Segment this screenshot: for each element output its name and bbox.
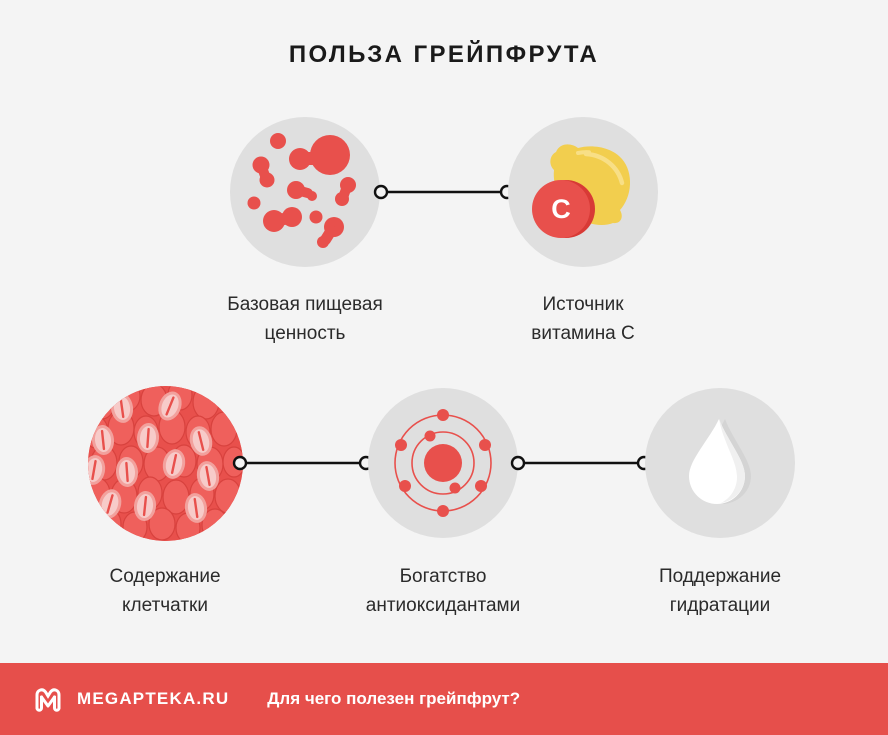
footer-question[interactable]: Для чего полезен грейпфрут? <box>267 689 521 708</box>
connector-antioxidants-hydration <box>510 453 652 473</box>
molecules-icon <box>230 117 380 267</box>
grapefruit-flesh-icon <box>88 386 243 541</box>
connector-fiber-antioxidants <box>232 453 374 473</box>
lemon-vitamin-c-icon: C <box>508 117 658 267</box>
atom-icon <box>368 388 518 538</box>
label-hydration: Поддержание гидратации <box>658 566 782 616</box>
megapteka-m-logo-icon[interactable] <box>33 685 63 713</box>
vitamin-c-badge-letter: C <box>551 194 571 224</box>
label-vitamin-c: Источник витамина С <box>531 294 635 344</box>
node-hydration[interactable] <box>645 388 795 538</box>
node-vitamin-c[interactable]: C <box>508 117 658 267</box>
footer-brand[interactable]: MEGAPTEKA.RU <box>77 689 230 708</box>
node-nutrition[interactable] <box>230 117 380 267</box>
footer-bar: MEGAPTEKA.RU Для чего полезен грейпфрут? <box>0 663 888 735</box>
label-fiber: Содержание клетчатки <box>109 566 221 616</box>
page-title: ПОЛЬЗА ГРЕЙПФРУТА <box>288 41 600 68</box>
label-nutrition: Базовая пищевая ценность <box>227 294 383 344</box>
node-fiber[interactable] <box>88 386 243 541</box>
water-drop-icon <box>645 388 795 538</box>
connector-nutrition-vitamin-c <box>373 182 515 202</box>
label-antioxidants: Богатство антиоксидантами <box>365 566 521 616</box>
node-antioxidants[interactable] <box>368 388 518 538</box>
